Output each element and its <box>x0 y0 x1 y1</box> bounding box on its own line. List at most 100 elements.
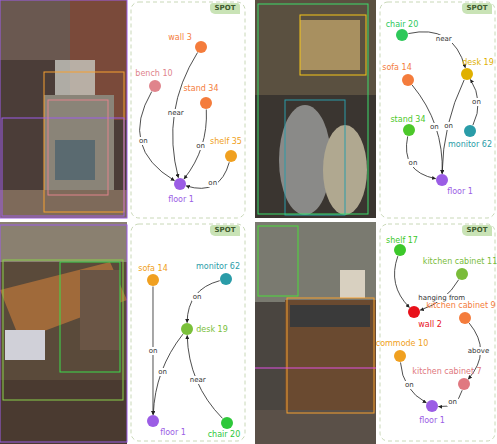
node-label: kitchen cabinet 11 <box>423 257 497 266</box>
bbox <box>285 100 345 215</box>
photo-drawer <box>290 305 370 327</box>
node-circle <box>149 80 161 92</box>
object-node: desk 19 <box>181 323 228 335</box>
edge-label: above <box>467 347 490 355</box>
node-circle <box>220 273 232 285</box>
node-label: floor 1 <box>168 195 194 204</box>
relation-arrow <box>406 136 435 178</box>
node-circle <box>147 274 159 286</box>
node-label: shelf 17 <box>386 236 418 245</box>
bbox <box>44 72 124 212</box>
node-label: desk 19 <box>196 325 228 334</box>
node-circle <box>181 323 193 335</box>
node-circle <box>195 41 207 53</box>
node-label: chair 20 <box>208 430 241 439</box>
bbox <box>258 226 298 296</box>
bbox <box>60 262 120 372</box>
object-node: floor 1 <box>419 400 445 425</box>
object-node: stand 34 <box>390 115 425 137</box>
bbox <box>0 225 127 442</box>
object-node: kitchen cabinet 9 <box>426 301 495 325</box>
object-node: floor 1 <box>436 174 473 196</box>
graph-panel <box>131 2 245 218</box>
object-node: bench 10 <box>135 69 172 93</box>
edge-label: on <box>148 347 159 355</box>
object-node: wall 3 <box>168 33 207 54</box>
node-circle <box>402 74 414 86</box>
relation-arrow <box>184 109 206 178</box>
object-node: sofa 14 <box>382 63 414 87</box>
edge-label: on <box>408 159 419 167</box>
edge-label: on <box>429 123 440 131</box>
edge-label: on <box>195 142 206 150</box>
node-circle <box>394 350 406 362</box>
node-label: stand 34 <box>390 115 425 124</box>
object-node: chair 20 <box>386 20 419 42</box>
node-circle <box>426 400 438 412</box>
object-node: monitor 62 <box>196 262 240 286</box>
edge-label: on <box>207 179 218 187</box>
photo <box>0 222 127 444</box>
photo-cabinet <box>285 300 376 410</box>
edge-label: on <box>157 368 168 376</box>
edge-label: hanging from <box>417 294 466 302</box>
photo <box>255 0 376 218</box>
edge-label: on <box>138 137 149 145</box>
node-label: bench 10 <box>135 69 172 78</box>
node-label: wall 3 <box>168 33 192 42</box>
node-label: kitchen cabinet 9 <box>426 301 495 310</box>
bbox <box>3 260 123 400</box>
object-node: desk 19 <box>461 58 494 81</box>
node-circle <box>225 150 237 162</box>
node-label: floor 1 <box>419 416 445 425</box>
bbox <box>0 0 127 218</box>
photo-desk <box>300 20 360 70</box>
edge-label: on <box>404 381 415 389</box>
photo-book <box>5 330 45 360</box>
photo-box <box>340 270 365 298</box>
node-label: commode 10 <box>376 339 429 348</box>
node-circle <box>459 312 471 324</box>
node-circle <box>461 68 473 80</box>
node-circle <box>464 125 476 137</box>
node-circle <box>456 268 468 280</box>
photo-clock <box>55 140 95 180</box>
node-circle <box>408 306 420 318</box>
node-label: chair 20 <box>386 20 419 29</box>
node-circle <box>403 124 415 136</box>
node-circle <box>394 244 406 256</box>
node-label: desk 19 <box>462 58 494 67</box>
node-circle <box>436 174 448 186</box>
relation-arrow <box>140 92 175 181</box>
node-circle <box>200 97 212 109</box>
object-node: kitchen cabinet 7 <box>412 367 481 391</box>
photo-wall <box>255 222 376 302</box>
object-node: monitor 62 <box>448 125 492 149</box>
node-circle <box>221 417 233 429</box>
object-node: chair 20 <box>208 417 241 439</box>
relation-arrow <box>187 281 220 323</box>
photo-bottles <box>55 60 95 95</box>
method-tag: SPOT <box>462 225 493 236</box>
edge-label: on <box>192 293 203 301</box>
object-node: shelf 35 <box>210 137 242 163</box>
bbox <box>258 4 368 214</box>
bbox <box>300 15 366 75</box>
edge-label: on <box>443 122 454 130</box>
photo-chair <box>80 270 120 350</box>
object-node: shelf 17 <box>386 236 418 257</box>
bbox <box>2 118 124 216</box>
node-label: wall 2 <box>418 320 442 329</box>
node-label: monitor 62 <box>448 140 492 149</box>
graph-panel <box>380 2 495 218</box>
relation-arrow <box>187 335 222 418</box>
node-circle <box>458 378 470 390</box>
bbox-edge <box>255 368 376 369</box>
node-label: stand 34 <box>183 84 218 93</box>
node-circle <box>396 29 408 41</box>
node-label: kitchen cabinet 7 <box>412 367 481 376</box>
bbox <box>48 100 108 195</box>
object-node: floor 1 <box>168 178 194 204</box>
relation-arrow <box>408 32 465 68</box>
